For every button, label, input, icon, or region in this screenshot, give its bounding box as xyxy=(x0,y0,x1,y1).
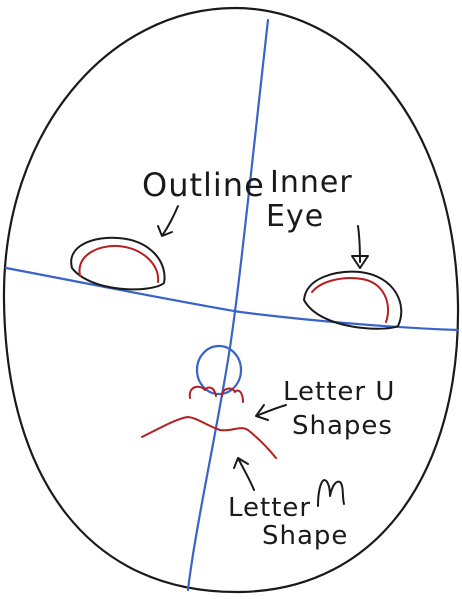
label-eye: Eye xyxy=(266,199,324,234)
nostril-u-shape-right xyxy=(221,387,244,403)
left-eye-outline xyxy=(70,236,166,291)
label-letter-u: Letter U xyxy=(283,377,395,407)
vertical-guide-line xyxy=(186,18,270,592)
label-outline: Outline xyxy=(142,166,265,204)
right-eye-inner xyxy=(311,277,390,323)
letter-u-arrow xyxy=(255,404,287,421)
inner-eye-arrow xyxy=(351,225,369,269)
left-eye-inner xyxy=(78,244,160,283)
head-outline xyxy=(2,6,460,594)
letter-m-arrow xyxy=(233,457,255,491)
label-letter-m-shape: Shape xyxy=(262,521,348,551)
nostril-u-shape-left xyxy=(188,385,217,399)
mouth-m-shape xyxy=(141,416,277,459)
nose-circle xyxy=(195,344,243,396)
label-letter-m: Letter xyxy=(228,493,311,523)
label-letter-u-shapes: Shapes xyxy=(292,411,393,441)
label-inner: Inner xyxy=(270,165,353,200)
right-eye-outline xyxy=(303,270,403,330)
outline-arrow xyxy=(157,205,179,237)
horizontal-guide-line xyxy=(4,266,460,332)
letter-m-drawn-glyph xyxy=(317,479,345,507)
